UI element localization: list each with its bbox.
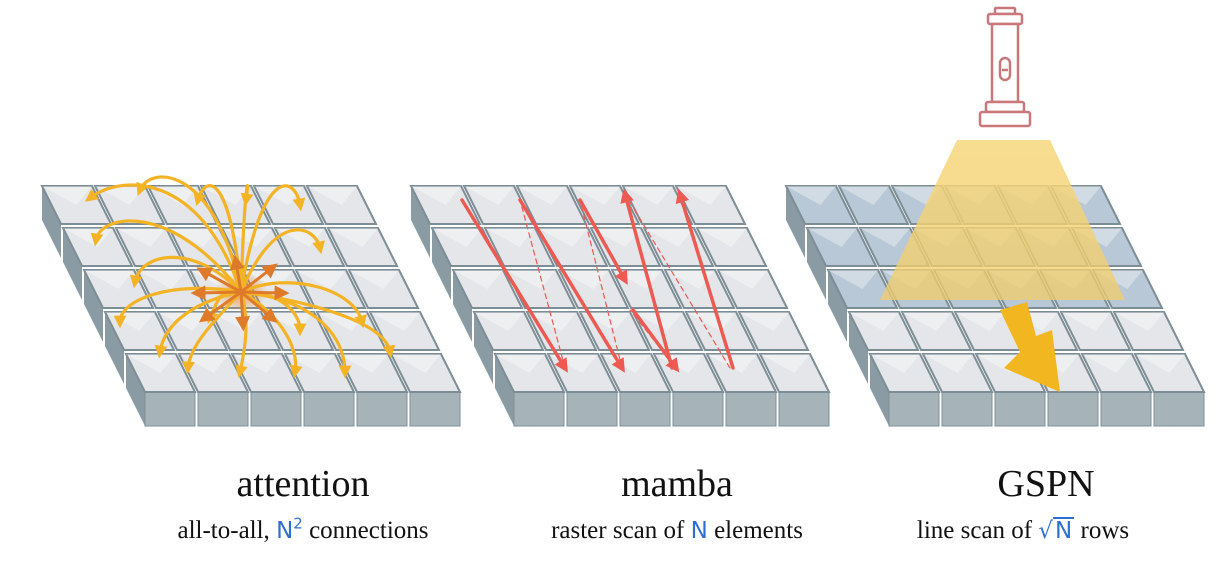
- grid-tile: [124, 353, 197, 427]
- grid-tile: [462, 185, 535, 225]
- attention-local-arrows: [190, 254, 290, 332]
- grid-tile: [305, 185, 378, 225]
- grid-tile: [294, 269, 367, 309]
- grid-tile: [389, 353, 462, 427]
- grid-tile: [705, 353, 778, 427]
- grid-tile: [368, 311, 441, 351]
- mamba-title: mamba: [621, 463, 733, 505]
- grid-tile: [1080, 353, 1153, 427]
- grid-tile: [557, 269, 630, 309]
- attention-caption-superscript: 2: [293, 514, 303, 533]
- attention-caption: all-to-all, N2 connections: [93, 516, 511, 546]
- mamba-caption-post: elements: [707, 517, 803, 544]
- grid-tile: [336, 353, 409, 427]
- grid-tile: [758, 353, 831, 427]
- grid-tile: [451, 269, 524, 342]
- grid-tile: [1112, 311, 1185, 351]
- gspn-light-beam: [880, 140, 1125, 300]
- grid-tile: [515, 185, 588, 225]
- grid-tile: [784, 185, 857, 258]
- attention-title: attention: [236, 463, 370, 505]
- grid-tile: [1133, 353, 1206, 427]
- grid-tile: [599, 353, 672, 427]
- grid-tile: [837, 185, 910, 225]
- grid-tile: [642, 227, 715, 267]
- grid-tile: [847, 311, 920, 384]
- mamba-caption-symbol: N: [690, 518, 708, 544]
- grid-tile: [493, 353, 566, 427]
- grid-tile: [409, 185, 482, 258]
- attention-caption-pre: all-to-all,: [177, 517, 277, 544]
- grid-tile: [347, 269, 420, 309]
- grid-tile: [283, 353, 356, 427]
- attention-tile-grid: [40, 185, 462, 427]
- grid-tile: [716, 269, 789, 309]
- grid-tile: [621, 185, 694, 225]
- grid-tile: [805, 227, 878, 300]
- grid-tile: [737, 311, 810, 351]
- grid-tile: [326, 227, 399, 267]
- grid-tile: [1059, 311, 1132, 351]
- flashlight-icon: [978, 6, 1032, 128]
- gspn-caption: line scan of √N rows: [816, 516, 1230, 546]
- gspn-caption-radical: √: [1038, 518, 1054, 544]
- attention-caption-post: connections: [302, 517, 429, 544]
- grid-tile: [472, 311, 545, 384]
- scan-direction-arrow-icon: [1000, 302, 1060, 392]
- grid-tile: [900, 311, 973, 351]
- gspn-caption-symbol: N: [1053, 517, 1075, 544]
- mamba-caption-pre: raster scan of: [551, 517, 691, 544]
- grid-tile: [695, 227, 768, 267]
- mamba-tile-grid: [409, 185, 831, 427]
- attention-caption-symbol: N: [276, 518, 294, 544]
- gspn-caption-pre: line scan of: [916, 517, 1039, 544]
- mamba-scan-arrows: [460, 188, 735, 373]
- grid-tile: [663, 269, 736, 309]
- grid-tile: [826, 269, 899, 342]
- mamba-caption: raster scan of N elements: [467, 516, 887, 546]
- grid-tile: [868, 353, 941, 427]
- grid-tile: [483, 227, 556, 267]
- gspn-title: GSPN: [997, 463, 1095, 505]
- gspn-caption-post: rows: [1074, 517, 1130, 544]
- grid-tile: [167, 227, 240, 267]
- grid-tile: [230, 353, 303, 427]
- grid-tile: [921, 353, 994, 427]
